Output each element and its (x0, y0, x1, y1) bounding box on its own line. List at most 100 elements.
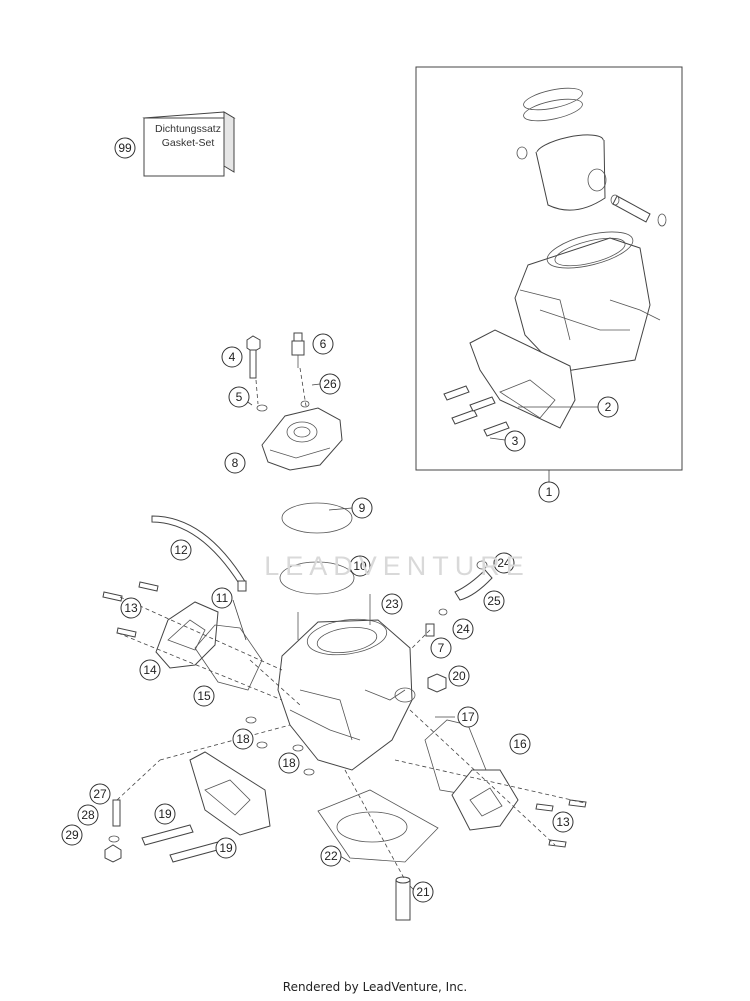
callout-15[interactable]: 15 (193, 685, 215, 707)
svg-text:28: 28 (81, 808, 95, 822)
svg-text:26: 26 (323, 377, 337, 391)
stud (112, 799, 121, 827)
callout-99[interactable]: 99 (114, 137, 136, 159)
svg-text:15: 15 (197, 689, 211, 703)
cylinder-o-ring (279, 561, 355, 595)
svg-text:24: 24 (497, 556, 511, 570)
gasket-set-box (142, 111, 236, 177)
callout-4[interactable]: 4 (221, 346, 243, 368)
callouts: 99 4 6 5 26 8 9 12 10 24 11 13 25 23 24 … (61, 137, 619, 903)
frame-bolts (443, 385, 510, 437)
footer-credit: Rendered by LeadVenture, Inc. (282, 980, 468, 994)
callout-1[interactable]: 1 (538, 481, 560, 503)
callout-29[interactable]: 29 (61, 824, 83, 846)
svg-text:6: 6 (320, 337, 327, 351)
svg-text:24: 24 (456, 622, 470, 636)
callout-9[interactable]: 9 (351, 497, 373, 519)
watermark: LEADVENTURE (264, 551, 530, 581)
svg-text:7: 7 (438, 641, 445, 655)
cylinder-head (261, 407, 343, 471)
callout-5[interactable]: 5 (228, 386, 250, 408)
callout-2[interactable]: 2 (597, 396, 619, 418)
washer-small (108, 835, 120, 843)
svg-text:1: 1 (546, 485, 553, 499)
seal-ring (300, 400, 310, 408)
svg-text:14: 14 (143, 663, 157, 677)
callout-18a[interactable]: 18 (232, 728, 254, 750)
callout-13b[interactable]: 13 (552, 811, 574, 833)
cylinder (277, 618, 416, 771)
temp-sensor (291, 332, 305, 368)
cylinder-frame-part (514, 231, 661, 373)
svg-text:13: 13 (124, 601, 138, 615)
callout-25[interactable]: 25 (483, 590, 505, 612)
coolant-hose (454, 569, 493, 601)
svg-text:23: 23 (385, 597, 399, 611)
svg-text:3: 3 (512, 434, 519, 448)
gasket-set-label: Dichtungssatz Gasket-Set (146, 122, 230, 150)
callout-23[interactable]: 23 (381, 593, 403, 615)
callout-21[interactable]: 21 (412, 881, 434, 903)
svg-text:19: 19 (158, 807, 172, 821)
svg-text:29: 29 (65, 828, 79, 842)
callout-14[interactable]: 14 (139, 659, 161, 681)
power-valve-cover (451, 769, 519, 831)
callout-26[interactable]: 26 (319, 373, 341, 395)
svg-text:11: 11 (216, 591, 229, 605)
svg-text:20: 20 (452, 669, 466, 683)
svg-text:12: 12 (174, 543, 188, 557)
cover-gasket-left (194, 624, 263, 691)
callout-10[interactable]: 10 (349, 555, 371, 577)
callout-7[interactable]: 7 (430, 637, 452, 659)
gasket-set-line2: Gasket-Set (161, 137, 215, 149)
svg-text:18: 18 (236, 732, 250, 746)
vent-hose (151, 515, 247, 586)
callout-19b[interactable]: 19 (215, 837, 237, 859)
svg-text:8: 8 (232, 456, 239, 470)
piston (516, 134, 607, 211)
base-gasket (317, 789, 439, 863)
svg-text:2: 2 (605, 400, 612, 414)
callout-8[interactable]: 8 (224, 452, 246, 474)
piston-pin (610, 194, 667, 227)
callout-19a[interactable]: 19 (154, 803, 176, 825)
dowel-pin (395, 879, 411, 921)
bolts-left (102, 581, 159, 638)
piston-rings (523, 87, 583, 122)
flange-nut (427, 673, 447, 693)
callout-16[interactable]: 16 (509, 733, 531, 755)
svg-text:25: 25 (487, 594, 501, 608)
intake-frame-part (469, 329, 576, 429)
callout-13a[interactable]: 13 (120, 597, 142, 619)
washer (256, 404, 268, 412)
callout-17[interactable]: 17 (457, 706, 479, 728)
svg-text:19: 19 (219, 841, 233, 855)
svg-text:22: 22 (324, 849, 338, 863)
callout-24a[interactable]: 24 (493, 552, 515, 574)
callout-11[interactable]: 11 (211, 587, 233, 609)
callout-18b[interactable]: 18 (278, 752, 300, 774)
svg-text:17: 17 (461, 710, 475, 724)
callout-28[interactable]: 28 (77, 804, 99, 826)
svg-text:9: 9 (359, 501, 366, 515)
gasket-set-line1: Dichtungssatz (155, 123, 221, 135)
callout-12[interactable]: 12 (170, 539, 192, 561)
svg-text:4: 4 (229, 350, 236, 364)
svg-text:21: 21 (416, 885, 430, 899)
bolts-right (535, 799, 587, 848)
callout-3[interactable]: 3 (504, 430, 526, 452)
svg-text:16: 16 (513, 737, 527, 751)
callout-20[interactable]: 20 (448, 665, 470, 687)
svg-text:27: 27 (93, 787, 107, 801)
svg-text:13: 13 (556, 815, 570, 829)
svg-text:5: 5 (236, 390, 243, 404)
callout-22[interactable]: 22 (320, 845, 342, 867)
callout-27[interactable]: 27 (89, 783, 111, 805)
nut (104, 844, 122, 863)
callout-24b[interactable]: 24 (452, 618, 474, 640)
head-o-ring (281, 502, 353, 534)
svg-text:99: 99 (118, 141, 132, 155)
callout-6[interactable]: 6 (312, 333, 334, 355)
